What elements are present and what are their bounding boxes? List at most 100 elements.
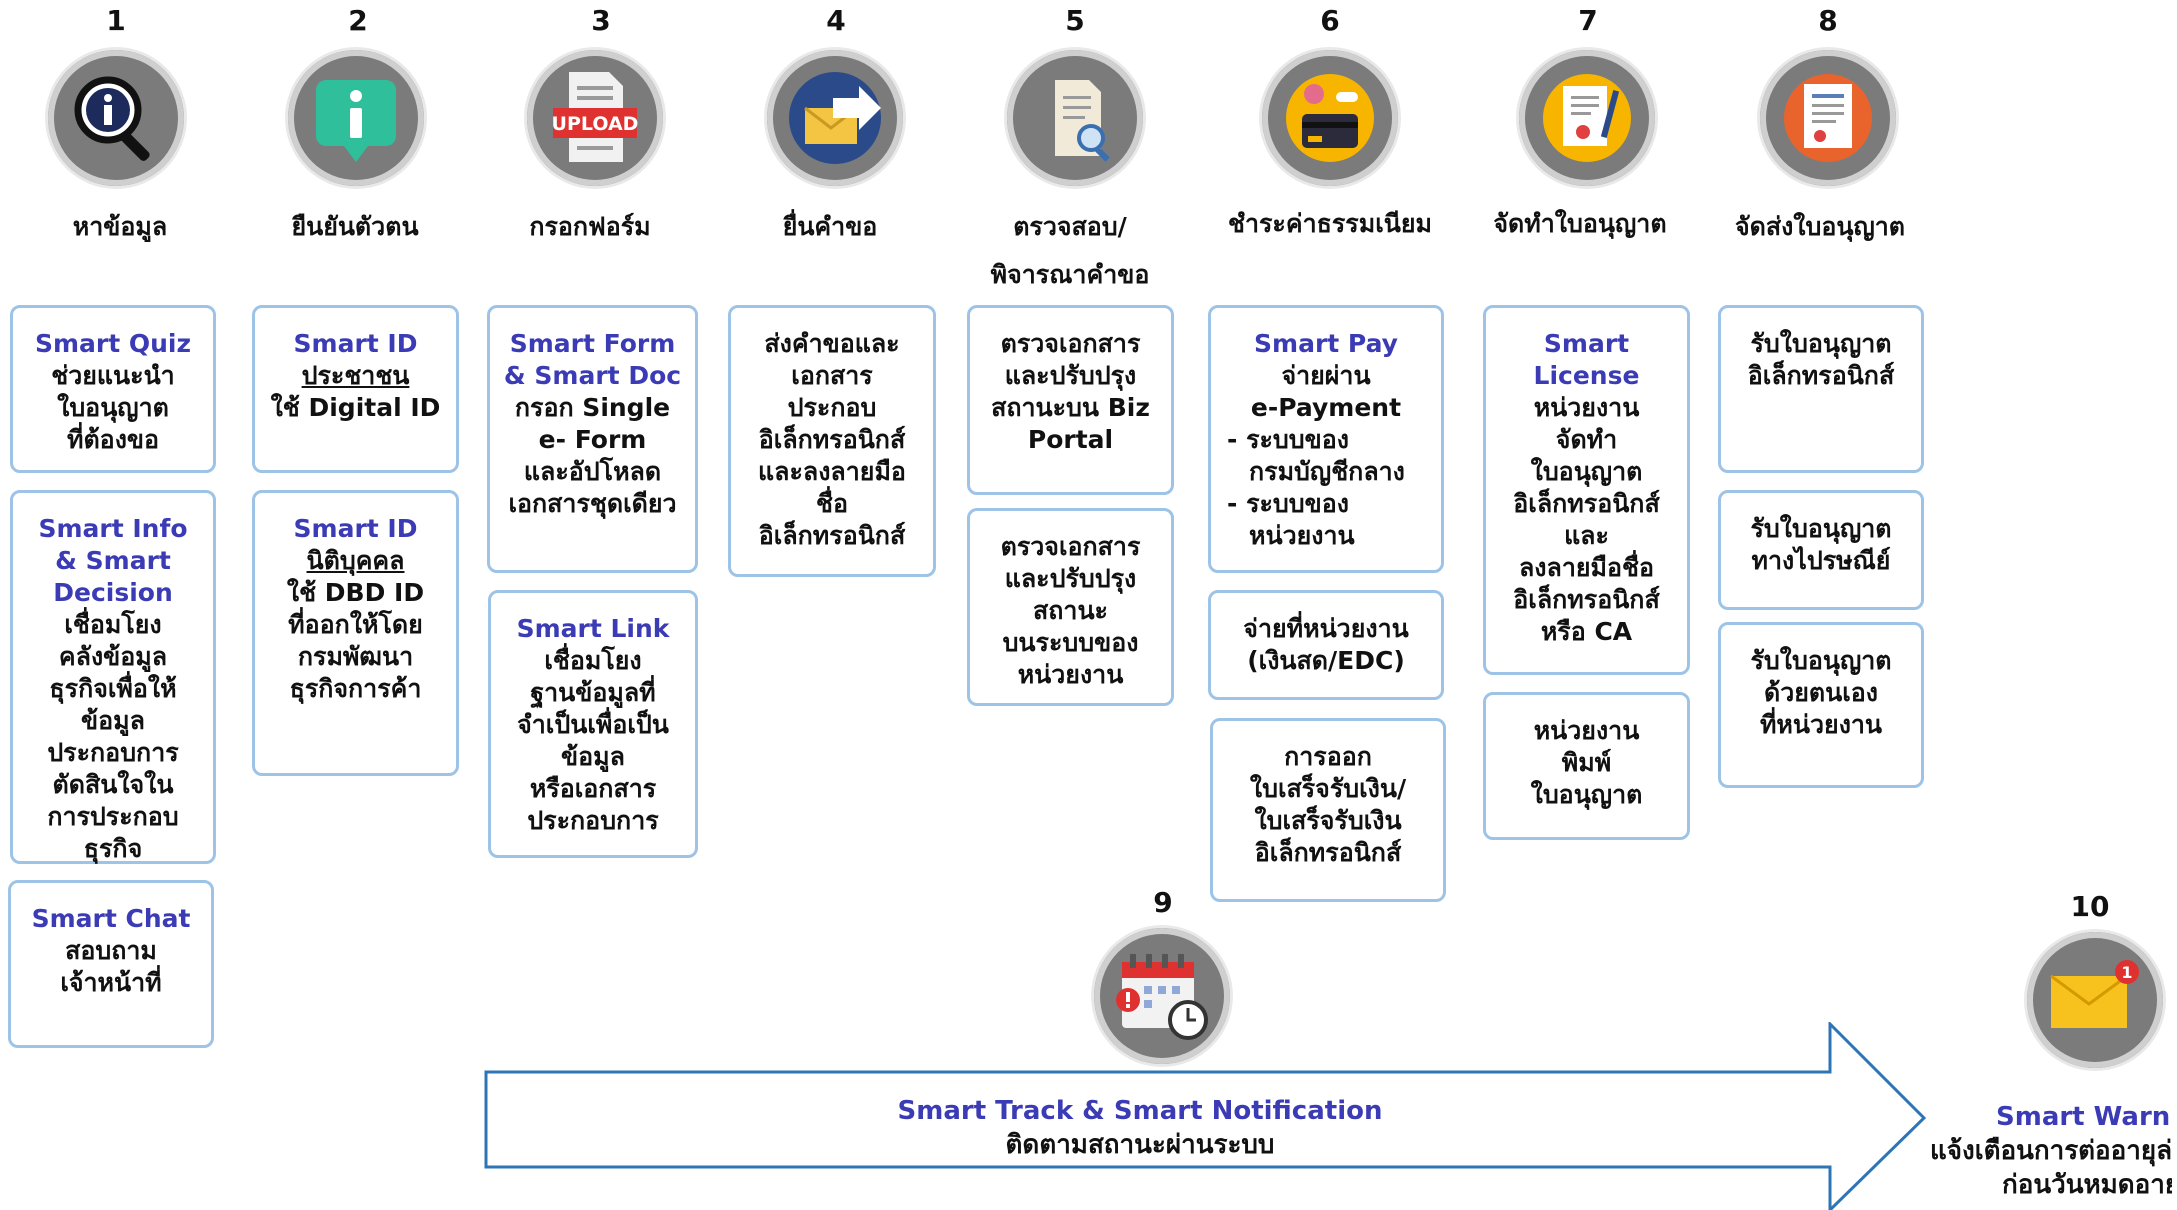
box-underline: ประชาชน — [301, 361, 410, 390]
step-number-9: 9 — [1153, 886, 1173, 919]
box-line: กรอก Single — [514, 393, 671, 422]
upload-document-icon: UPLOAD — [527, 50, 663, 186]
smart-chat-box: Smart Chat สอบถาม เจ้าหน้าที่ — [8, 880, 214, 1048]
box-line: ช่วยแนะนำ — [51, 361, 175, 390]
box-line: e-Payment — [1250, 393, 1402, 422]
box-line: ข้อมูล — [561, 742, 625, 771]
box-list-item: - ระบบของ — [1227, 489, 1349, 518]
box-line: หน่วยงาน — [1533, 716, 1640, 745]
box-line: หน่วยงาน — [1017, 660, 1124, 689]
document-inspect-icon — [1007, 50, 1143, 186]
box-underline: นิติบุคคล — [306, 546, 405, 575]
warning-title: Smart Warning — [1996, 1102, 2172, 1132]
box-line: ประกอบการ — [47, 738, 179, 767]
smart-info-decision-box: Smart Info & Smart Decision เชื่อมโยง คล… — [10, 490, 216, 864]
box-line: จ่ายที่หน่วยงาน — [1243, 614, 1409, 643]
box-line: รับใบอนุญาต — [1750, 646, 1892, 675]
box-line: ใบอนุญาต — [1530, 457, 1643, 486]
box-list-item: - ระบบของ — [1227, 425, 1349, 454]
box-line: ที่ออกให้โดย — [288, 610, 423, 639]
box-line: จัดทำ — [1555, 425, 1618, 454]
box-line: ที่หน่วยงาน — [1759, 710, 1883, 739]
step-number-2: 2 — [348, 4, 368, 37]
receive-e-license-box: รับใบอนุญาต อิเล็กทรอนิกส์ — [1718, 305, 1924, 473]
box-line: อิเล็กทรอนิกส์ — [1513, 489, 1660, 518]
box-line: อิเล็กทรอนิกส์ — [758, 521, 906, 550]
box-list-item: หน่วยงาน — [1249, 521, 1355, 550]
payment-card-icon — [1262, 50, 1398, 186]
box-title: Smart Info & Smart Decision — [38, 514, 188, 607]
arrow-subtitle: ติดตามสถานะผ่านระบบ — [1005, 1130, 1275, 1160]
info-bubble-icon — [288, 50, 424, 186]
box-line: ส่งคำขอและ — [764, 329, 900, 358]
smart-pay-box: Smart Pay จ่ายผ่าน e-Payment - ระบบของ ก… — [1208, 305, 1444, 573]
step-title-1: หาข้อมูล — [72, 212, 168, 241]
box-line: จำเป็นเพื่อเป็น — [517, 710, 669, 739]
box-line: ใบเสร็จรับเงิน — [1254, 806, 1402, 835]
box-line: e- Form — [538, 425, 647, 454]
box-line: ทางไปรษณีย์ — [1751, 546, 1891, 575]
box-title: Smart License — [1533, 329, 1640, 390]
box-line: และอัปโหลด — [523, 457, 662, 486]
box-line: ใช้ DBD ID — [286, 578, 425, 607]
smart-license-box: Smart License หน่วยงาน จัดทำ ใบอนุญาต อิ… — [1483, 305, 1690, 675]
box-title: Smart Form & Smart Doc — [503, 329, 682, 390]
box-line: และปรับปรุง — [1004, 564, 1137, 593]
box-line: อิเล็กทรอนิกส์ — [1254, 838, 1402, 867]
smart-warning-label: Smart Warning แจ้งเตือนการต่ออายุล่วงหน้… — [1920, 1100, 2172, 1202]
box-line: ประกอบการ — [527, 806, 659, 835]
notification-badge: 1 — [2121, 963, 2132, 982]
box-line: กรมพัฒนา — [297, 642, 414, 671]
box-title: Smart Chat — [31, 904, 191, 933]
box-line: การประกอบ — [47, 802, 179, 831]
step-number-10: 10 — [2070, 890, 2110, 923]
box-line: ฐานข้อมูลที่ — [530, 678, 656, 707]
box-line: และลงลายมือ — [758, 457, 906, 486]
step-number-1: 1 — [106, 4, 126, 37]
agency-system-check-box: ตรวจเอกสาร และปรับปรุง สถานะ บนระบบของ ห… — [967, 508, 1174, 706]
box-line: ตรวจเอกสาร — [1000, 329, 1141, 358]
box-line: ใช้ Digital ID — [270, 393, 441, 422]
step-number-5: 5 — [1065, 4, 1085, 37]
box-line: ธุรกิจการค้า — [289, 674, 422, 703]
box-line: สถานะ — [1033, 596, 1108, 625]
box-line: ข้อมูล — [81, 706, 145, 735]
box-line: สอบถาม — [65, 936, 157, 965]
box-line: ลงลายมือชื่อ — [1518, 553, 1654, 582]
step-number-3: 3 — [591, 4, 611, 37]
step-title-7: จัดทำใบอนุญาต — [1493, 209, 1667, 238]
box-line: หรือเอกสาร — [529, 774, 657, 803]
box-line: ใบอนุญาต — [57, 393, 169, 422]
step-title-5: ตรวจสอบ/ — [1013, 212, 1127, 241]
box-line: บนระบบของ — [1002, 628, 1139, 657]
smart-track-label: Smart Track & Smart Notification ติดตามส… — [780, 1094, 1500, 1162]
box-line: จ่ายผ่าน — [1281, 361, 1371, 390]
box-line: ชื่อ — [816, 489, 848, 518]
step-number-8: 8 — [1818, 4, 1838, 37]
box-line: การออก — [1284, 742, 1372, 771]
box-line: Portal — [1027, 425, 1114, 454]
step-title-4: ยื่นคำขอ — [782, 212, 878, 241]
receive-in-person-box: รับใบอนุญาต ด้วยตนเอง ที่หน่วยงาน — [1718, 622, 1924, 788]
box-line: (เงินสด/EDC) — [1247, 646, 1405, 675]
box-line: หรือ CA — [1540, 617, 1633, 646]
step-title-6: ชำระค่าธรรมเนียม — [1228, 209, 1432, 238]
box-line: เชื่อมโยง — [544, 646, 642, 675]
step-number-7: 7 — [1578, 4, 1598, 37]
calendar-clock-icon — [1094, 928, 1230, 1064]
smart-quiz-box: Smart Quiz ช่วยแนะนำ ใบอนุญาต ที่ต้องขอ — [10, 305, 216, 473]
smart-form-doc-box: Smart Form & Smart Doc กรอก Single e- Fo… — [487, 305, 698, 573]
mail-notification-icon: 1 — [2027, 932, 2163, 1068]
box-line: รับใบอนุญาต — [1750, 514, 1892, 543]
receive-by-post-box: รับใบอนุญาต ทางไปรษณีย์ — [1718, 490, 1924, 610]
box-line: อิเล็กทรอนิกส์ — [1747, 361, 1895, 390]
submit-request-box: ส่งคำขอและ เอกสาร ประกอบ อิเล็กทรอนิกส์ … — [728, 305, 936, 577]
box-line: หน่วยงาน — [1533, 393, 1640, 422]
print-license-box: หน่วยงาน พิมพ์ ใบอนุญาต — [1483, 692, 1690, 840]
delivery-document-icon — [1760, 50, 1896, 186]
box-line: คลังข้อมูล — [58, 642, 168, 671]
box-line: เจ้าหน้าที่ — [60, 968, 162, 997]
send-envelope-icon — [767, 50, 903, 186]
box-line: ใบเสร็จรับเงิน/ — [1249, 774, 1407, 803]
step-number-4: 4 — [826, 4, 846, 37]
